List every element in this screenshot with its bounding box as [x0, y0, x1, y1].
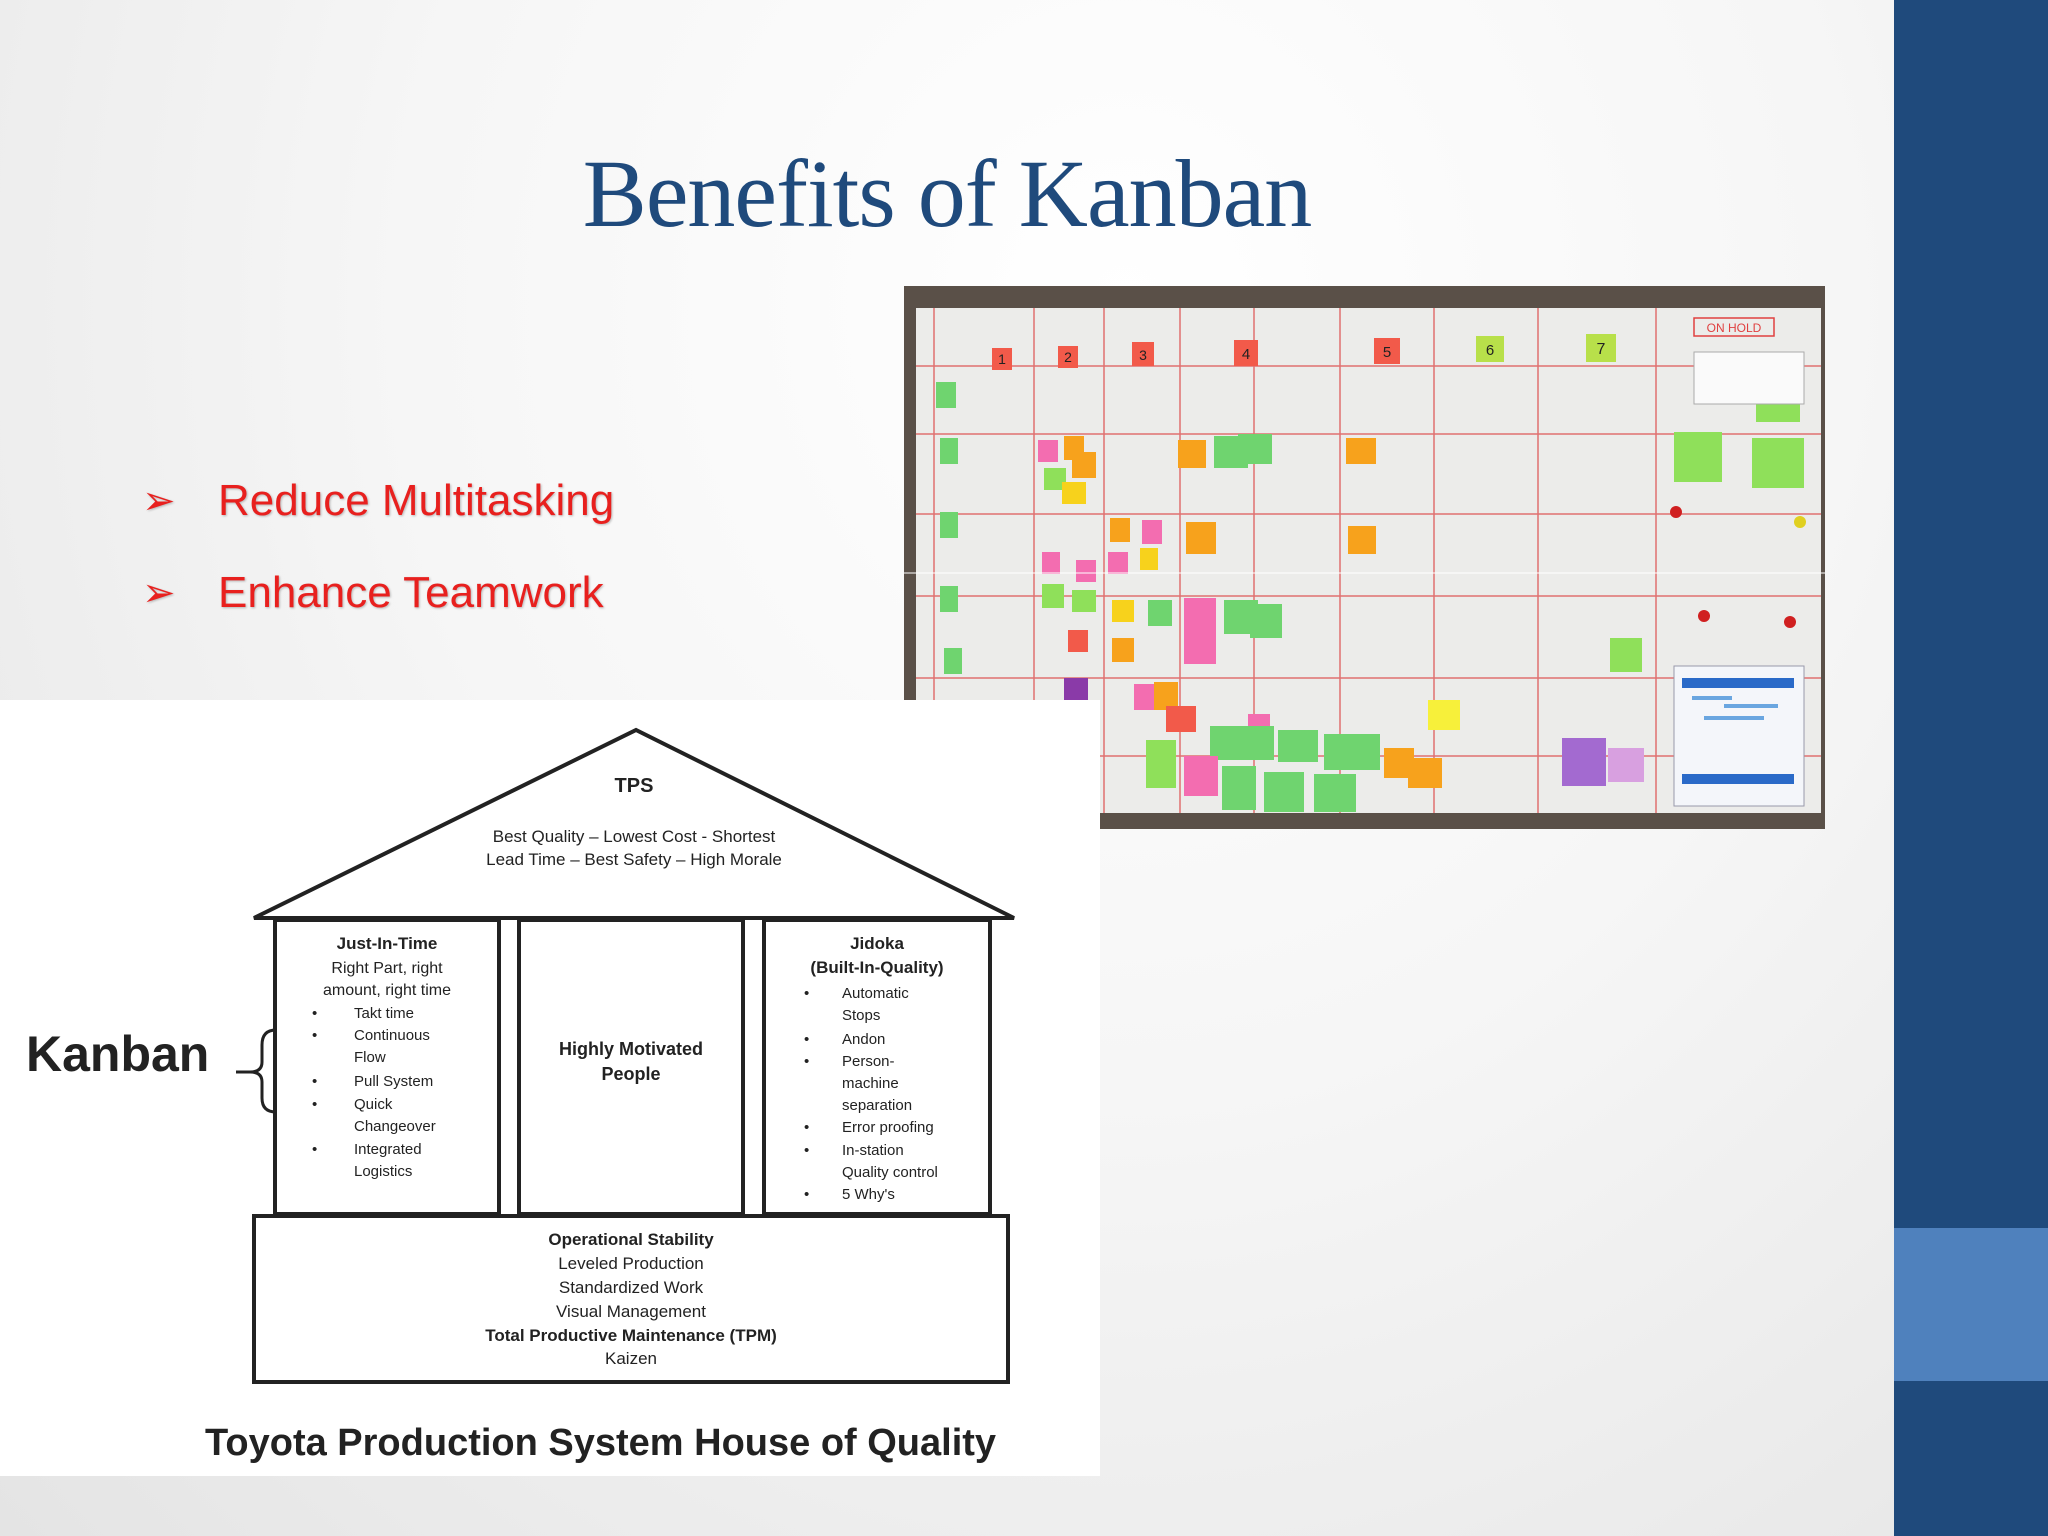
jidoka-item: separation	[842, 1097, 912, 1114]
kanban-label: Kanban	[26, 1026, 209, 1082]
roof-line: Best Quality – Lowest Cost - Shortest	[493, 827, 776, 846]
jidoka-item: Stops	[842, 1007, 880, 1024]
kanban-board-illustration: 1 2 3 4 5 6 7 ON HOLD	[904, 286, 1825, 829]
jit-item: Quick	[354, 1096, 393, 1113]
column-number: 1	[998, 351, 1006, 367]
jidoka-item: Andon	[842, 1031, 885, 1048]
right-pillar	[762, 918, 992, 1216]
house-base	[252, 1214, 1010, 1384]
left-pillar-title: Just-In-Time	[337, 934, 438, 953]
jidoka-item: Person-	[842, 1053, 895, 1070]
bullet-dot: •	[804, 1031, 809, 1048]
base-line: Leveled Production	[558, 1254, 704, 1273]
column-number: 2	[1064, 349, 1072, 365]
tps-house-illustration: TPS Best Quality – Lowest Cost - Shortes…	[26, 727, 1015, 1464]
jit-item: Flow	[354, 1049, 386, 1066]
bullet-dot: •	[312, 1096, 317, 1113]
bullet-dot: •	[312, 1141, 317, 1158]
column-number: 6	[1486, 342, 1494, 359]
base-line: Standardized Work	[559, 1278, 704, 1297]
bullet-dot: •	[312, 1027, 317, 1044]
tps-house-diagram: TPS Best Quality – Lowest Cost - Shortes…	[0, 700, 1100, 1476]
column-number: 5	[1383, 344, 1391, 361]
roof-line: Lead Time – Best Safety – High Morale	[486, 850, 782, 869]
column-number: 7	[1597, 341, 1606, 358]
jit-item: Continuous	[354, 1027, 430, 1044]
base-bold-line: Total Productive Maintenance (TPM)	[485, 1326, 777, 1345]
diagram-caption: Toyota Production System House of Qualit…	[205, 1422, 996, 1464]
column-number: 3	[1139, 347, 1147, 363]
base-title: Operational Stability	[548, 1230, 714, 1249]
left-pillar-sub: amount, right time	[323, 982, 451, 999]
right-pillar-title: Jidoka	[850, 934, 904, 953]
house-roof	[253, 727, 1015, 920]
bullet-dot: •	[804, 1186, 809, 1203]
bullet-dot: •	[804, 985, 809, 1002]
bullet-list: ➢ Reduce Multitasking ➢ Enhance Teamwork	[142, 455, 614, 639]
jidoka-item: Error proofing	[842, 1119, 934, 1136]
bullet-text: Enhance Teamwork	[218, 568, 604, 617]
bullet-dot: •	[804, 1142, 809, 1159]
on-hold-label: ON HOLD	[1707, 321, 1762, 335]
roof-title: TPS	[615, 775, 654, 797]
jit-item: Logistics	[354, 1163, 412, 1180]
arrow-bullet-icon: ➢	[142, 479, 176, 523]
jidoka-item: machine	[842, 1075, 899, 1092]
bullet-text: Reduce Multitasking	[218, 476, 615, 525]
jidoka-item: In-station	[842, 1142, 904, 1159]
kanban-board-photo: 1 2 3 4 5 6 7 ON HOLD	[904, 286, 1825, 829]
base-line: Visual Management	[556, 1302, 706, 1321]
slide-title: Benefits of Kanban	[582, 140, 1312, 247]
middle-pillar	[517, 918, 745, 1216]
jit-item: Changeover	[354, 1118, 436, 1135]
bullet-item: ➢ Reduce Multitasking	[142, 455, 614, 547]
jidoka-item: Automatic	[842, 985, 909, 1002]
bullet-dot: •	[804, 1119, 809, 1136]
jit-item: Takt time	[354, 1005, 414, 1022]
sidebar-accent-block	[1894, 1228, 2048, 1381]
kanban-brace	[249, 1028, 277, 1114]
jit-item: Integrated	[354, 1141, 422, 1158]
column-number: 4	[1242, 346, 1250, 363]
left-pillar-sub: Right Part, right	[331, 960, 443, 977]
middle-pillar-line: People	[601, 1064, 660, 1084]
bullet-dot: •	[312, 1005, 317, 1022]
jidoka-item: 5 Why's	[842, 1186, 895, 1203]
bullet-dot: •	[804, 1053, 809, 1070]
bullet-dot: •	[312, 1073, 317, 1090]
bullet-item: ➢ Enhance Teamwork	[142, 547, 614, 639]
middle-pillar-line: Highly Motivated	[559, 1039, 703, 1059]
jidoka-item: Quality control	[842, 1164, 938, 1181]
base-line: Kaizen	[605, 1349, 657, 1368]
jit-item: Pull System	[354, 1073, 433, 1090]
arrow-bullet-icon: ➢	[142, 571, 176, 615]
right-pillar-title: (Built-In-Quality)	[810, 958, 943, 977]
